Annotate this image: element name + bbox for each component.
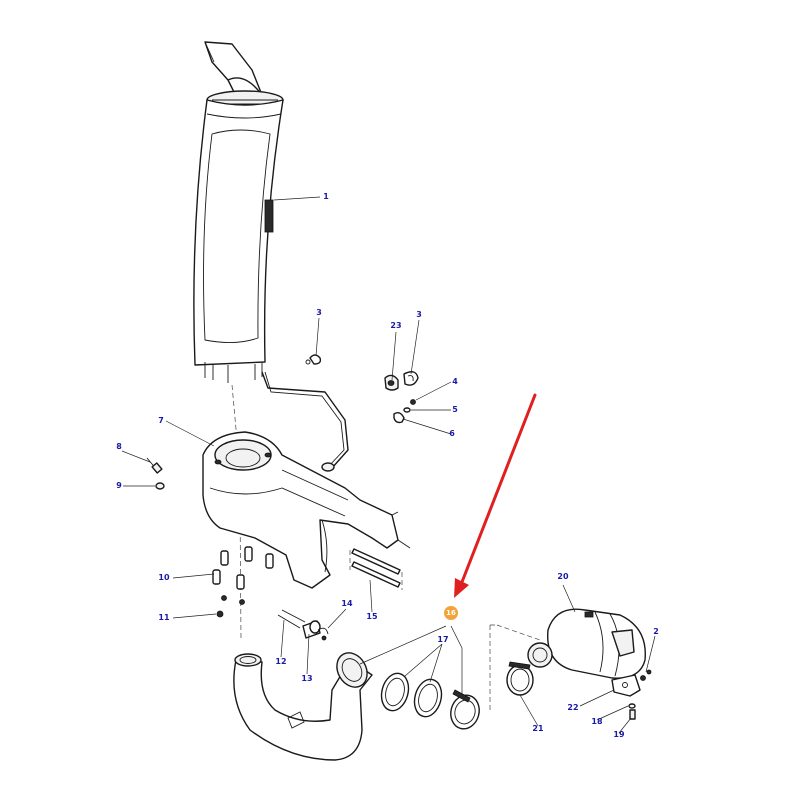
- clip-part-3[interactable]: [305, 354, 322, 365]
- muffler-part-1[interactable]: [193, 41, 349, 472]
- spacer-part-13[interactable]: [302, 620, 321, 639]
- callout-part-22[interactable]: 22: [567, 703, 579, 712]
- callout-part-9[interactable]: 9: [116, 481, 122, 490]
- callout-part-3[interactable]: 3: [416, 310, 422, 319]
- callout-part-14[interactable]: 14: [341, 599, 353, 608]
- callout-part-1[interactable]: 1: [323, 192, 329, 201]
- callout-part-8[interactable]: 8: [116, 442, 122, 451]
- gasket-part-17[interactable]: [378, 670, 483, 732]
- clip-part-3b[interactable]: [403, 371, 419, 386]
- pin-part-12[interactable]: [277, 609, 306, 629]
- nut-part-11[interactable]: [216, 595, 245, 618]
- callout-part-10[interactable]: 10: [158, 573, 170, 582]
- callout-part-18[interactable]: 18: [591, 717, 603, 726]
- washer-part-5[interactable]: [403, 407, 411, 413]
- callout-part-16-highlighted[interactable]: 16: [444, 606, 458, 620]
- callout-part-19[interactable]: 19: [613, 730, 625, 739]
- callout-part-21[interactable]: 21: [532, 724, 544, 733]
- callout-part-15[interactable]: 15: [366, 612, 378, 621]
- callout-part-12[interactable]: 12: [275, 657, 287, 666]
- bolt-part-19[interactable]: [629, 709, 636, 720]
- catalyst-part-20[interactable]: [527, 608, 646, 679]
- callout-part-5[interactable]: 5: [452, 405, 458, 414]
- rod-part-15[interactable]: [349, 548, 403, 590]
- callout-part-17[interactable]: 17: [437, 635, 449, 644]
- clamp-part-6[interactable]: [393, 411, 405, 424]
- nut-part-9[interactable]: [155, 482, 165, 490]
- alignment-line: [239, 504, 242, 641]
- callout-part-23[interactable]: 23: [390, 321, 402, 330]
- callout-part-13[interactable]: 13: [301, 674, 313, 683]
- callout-part-2[interactable]: 2: [653, 627, 659, 636]
- clamp-part-23[interactable]: [384, 374, 399, 391]
- alignment-line: [496, 624, 541, 641]
- callout-part-20[interactable]: 20: [557, 572, 569, 581]
- callout-part-11[interactable]: 11: [158, 613, 170, 622]
- callout-part-7[interactable]: 7: [158, 416, 164, 425]
- pointer-arrow: [454, 393, 537, 598]
- band-clamp-part-21[interactable]: [506, 661, 534, 696]
- alignment-line: [489, 624, 497, 710]
- clip-part-14[interactable]: [317, 627, 329, 641]
- callout-part-3[interactable]: 3: [316, 308, 322, 317]
- alignment-line: [231, 384, 238, 441]
- bolt-part-2[interactable]: [640, 669, 652, 681]
- bolt-part-8[interactable]: [146, 457, 163, 474]
- exhaust-pipe-part-16[interactable]: [233, 647, 373, 761]
- leader-lines: [121, 196, 656, 734]
- callout-part-4[interactable]: 4: [452, 377, 458, 386]
- sleeve-part-10[interactable]: [212, 546, 274, 590]
- bracket-part-7[interactable]: [202, 431, 411, 589]
- washer-part-18[interactable]: [628, 703, 636, 709]
- callout-part-6[interactable]: 6: [449, 429, 455, 438]
- nut-part-4[interactable]: [410, 399, 416, 405]
